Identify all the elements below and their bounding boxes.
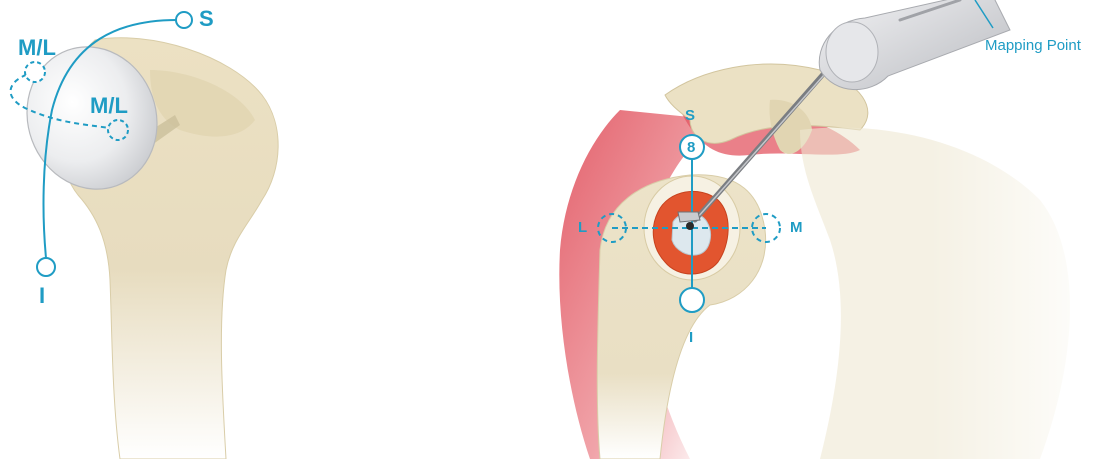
inferior-marker (37, 258, 55, 276)
right-marker-number: 8 (687, 140, 695, 155)
mapping-point-callout: Mapping Point (985, 38, 1081, 53)
left-ml-inner-label: M/L (90, 95, 128, 117)
probe-contact-point (686, 222, 694, 230)
superior-marker (176, 12, 192, 28)
right-lateral-label: L (578, 220, 587, 235)
probe-tip (678, 212, 700, 222)
right-medial-label: M (790, 220, 803, 235)
probe-handle-bulb (826, 22, 878, 82)
left-inferior-label: I (39, 285, 45, 307)
right-inferior-label: I (689, 330, 693, 345)
inferior-glenoid-marker (680, 288, 704, 312)
left-superior-label: S (199, 8, 214, 30)
ml-outer-marker (25, 62, 45, 82)
right-superior-label: S (685, 108, 695, 123)
right-fade (930, 100, 1113, 459)
left-ml-outer-label: M/L (18, 37, 56, 59)
